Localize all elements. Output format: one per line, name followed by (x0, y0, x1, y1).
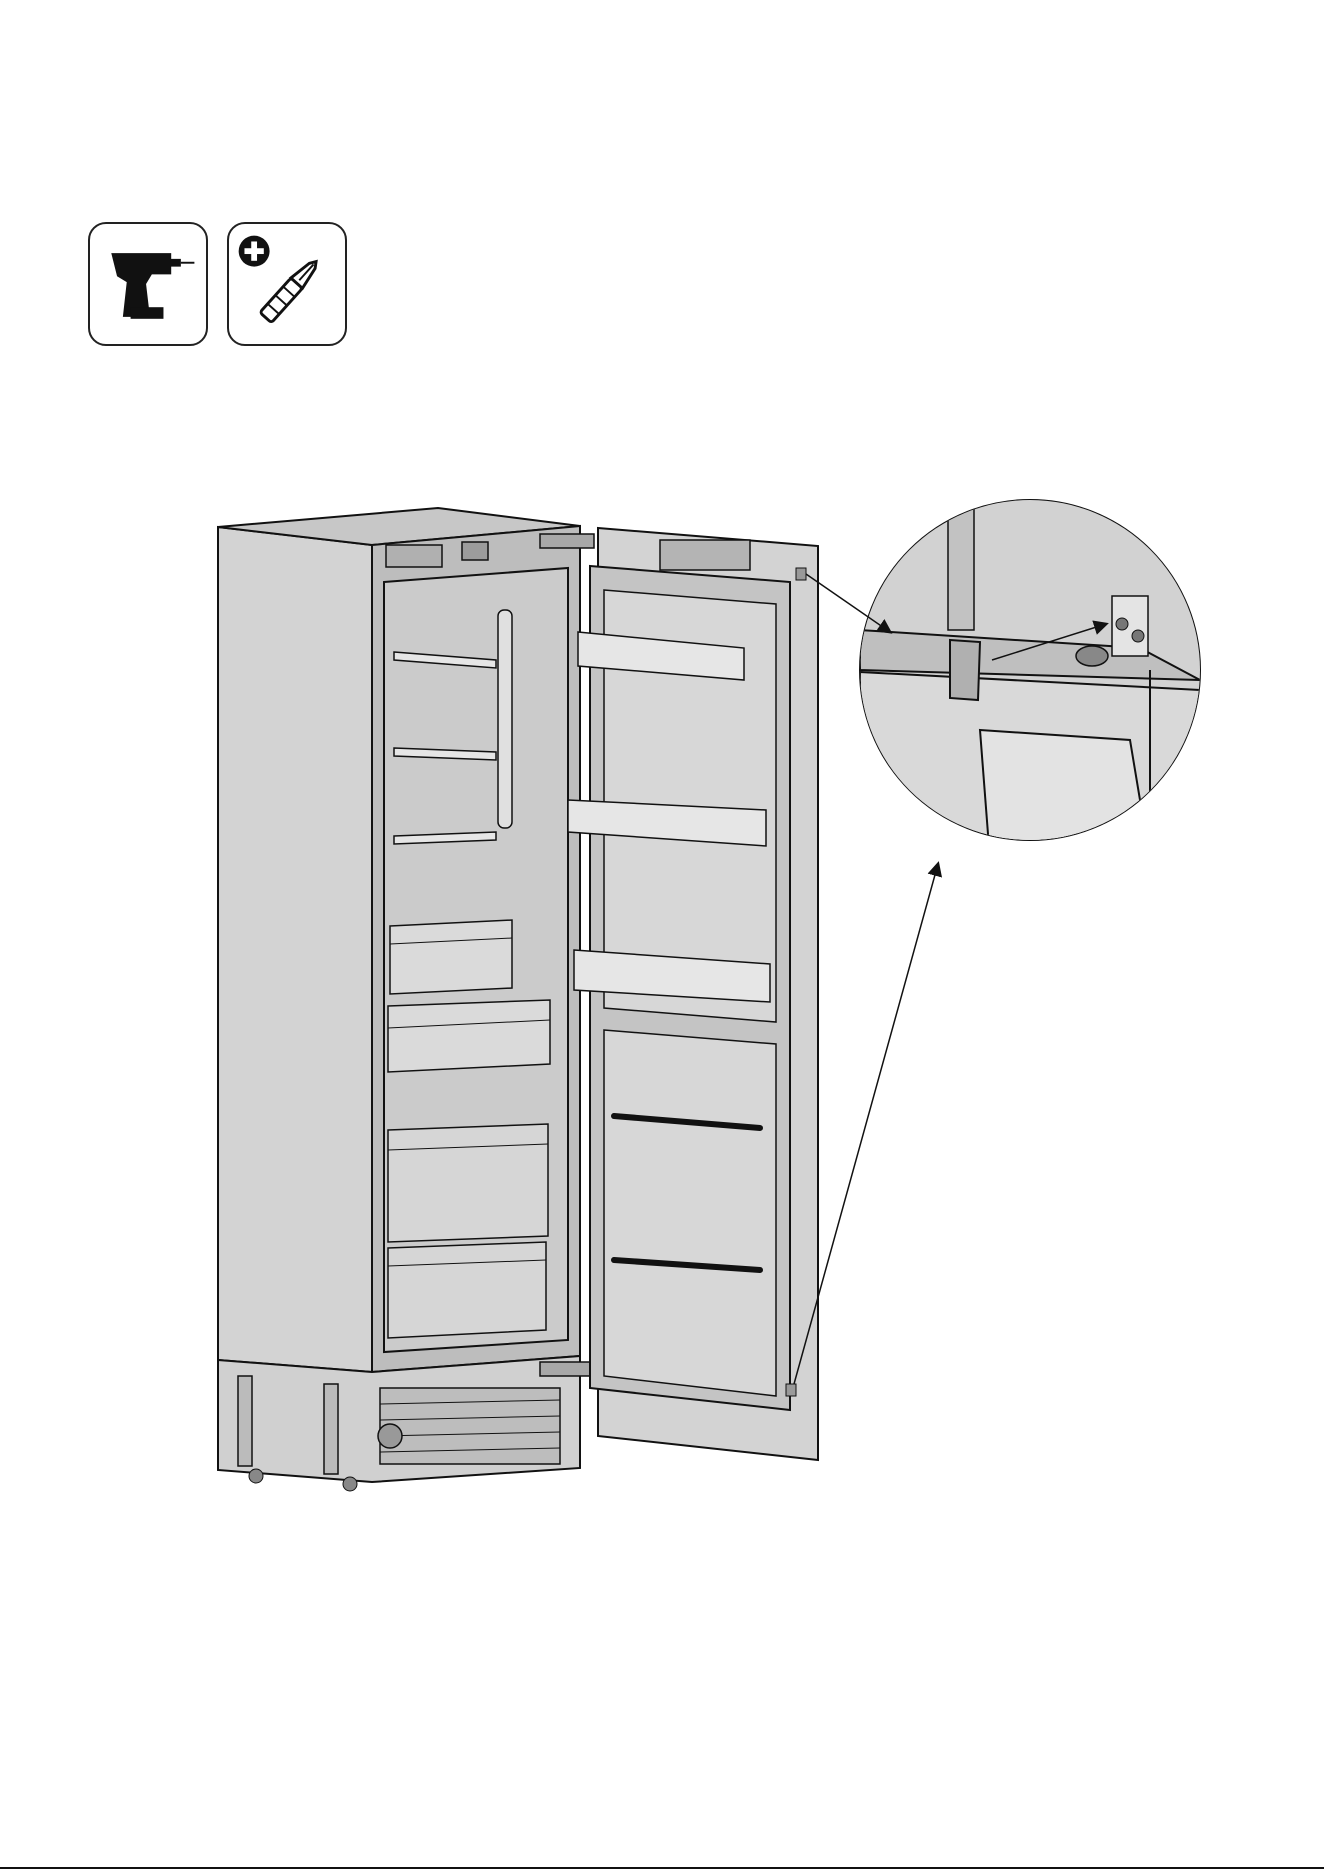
hinge-detail-zoom (860, 500, 1200, 860)
refrigerator-door (568, 528, 818, 1460)
refrigerator-cabinet (218, 508, 594, 1491)
